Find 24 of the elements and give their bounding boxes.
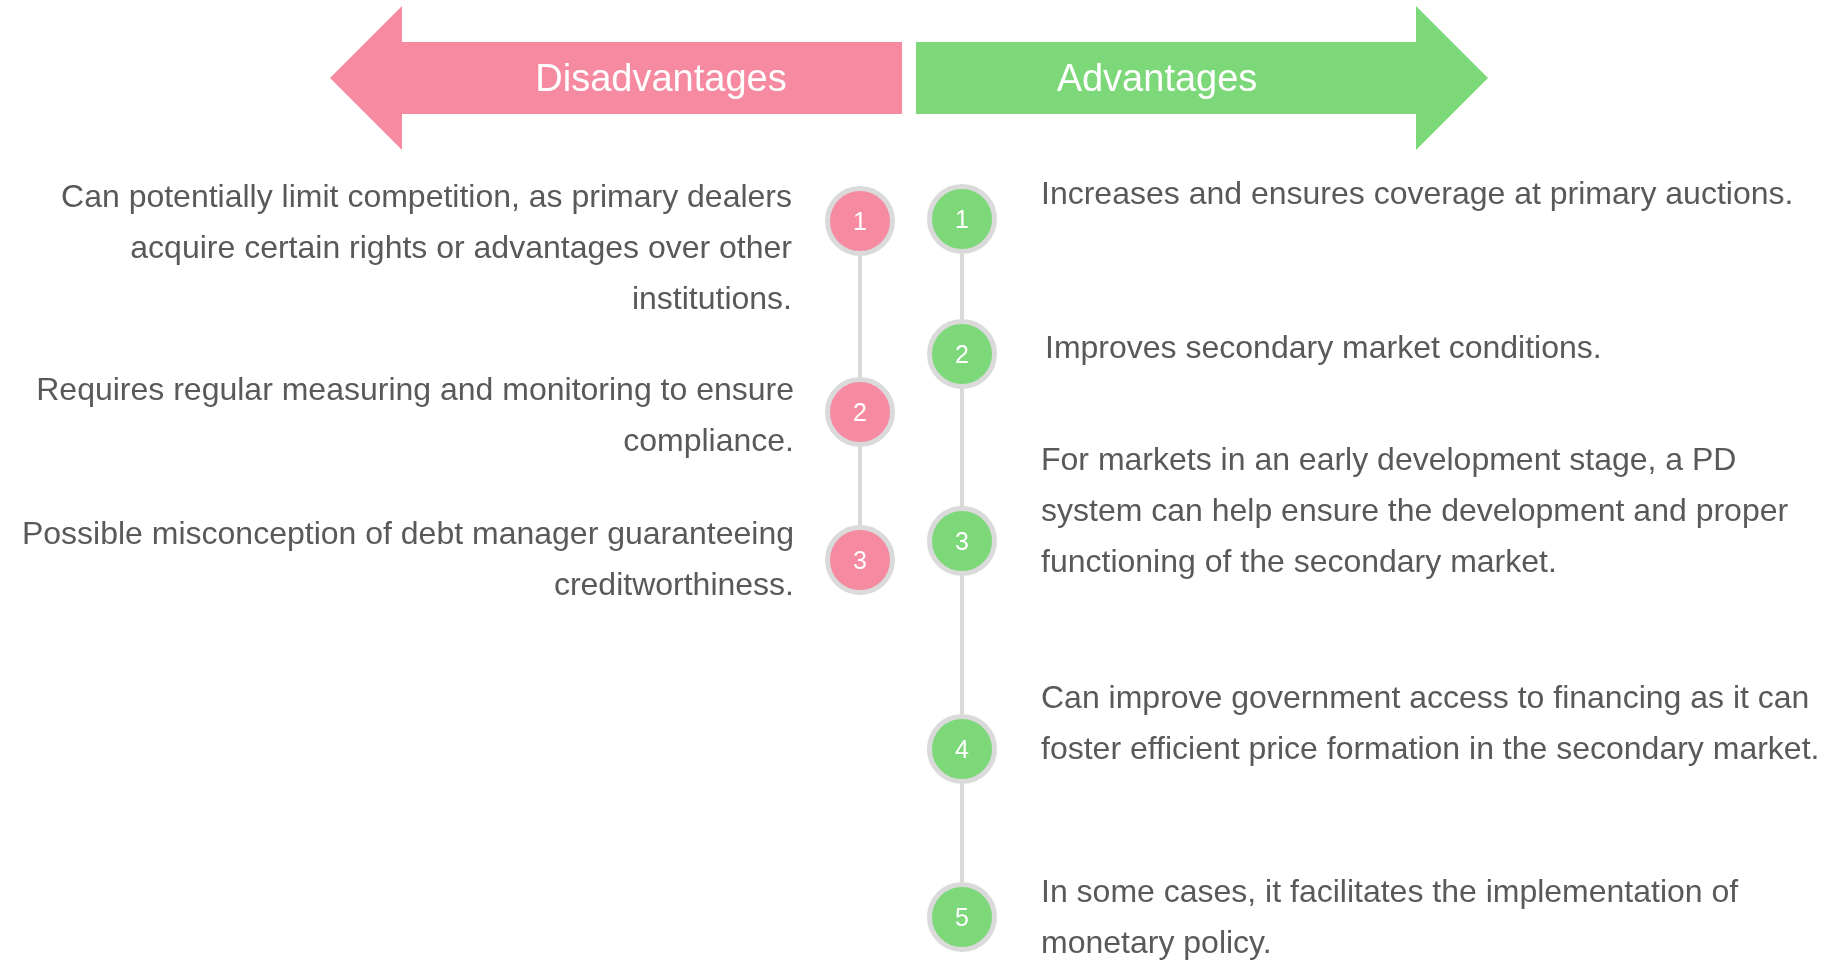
description-text: Increases and ensures coverage at primary auctions. (1041, 174, 1795, 213)
description-text: Requires regular measuring and monitoring to ensure compliance. (35, 370, 794, 460)
connector-line (858, 447, 862, 525)
number-circle: 3 (825, 525, 895, 595)
number-circle: 2 (927, 319, 997, 389)
connector-line (960, 389, 964, 506)
description-text: For markets in an early development stage, a PD system can help ensure the development and proper functioning of the secondary market. (1041, 440, 1790, 581)
description-text: Can potentially limit competition, as primary dealers acquire certain rights or advantages over other institutions. (60, 177, 792, 318)
description-text: Can improve government access to financing as it can foster efficient price formation in the secondary market. (1041, 678, 1821, 768)
number-circle: 1 (927, 184, 997, 254)
description-text: Possible misconception of debt manager guaranteeing creditworthiness. (20, 514, 794, 604)
number-circle: 1 (825, 186, 895, 256)
number-circle: 4 (927, 714, 997, 784)
banner-title: Disadvantages (534, 56, 788, 100)
number-circle: 3 (927, 506, 997, 576)
description-text: In some cases, it facilitates the implementation of monetary policy. (1041, 872, 1740, 962)
description-text: Improves secondary market conditions. (1045, 328, 1603, 367)
connector-line (960, 784, 964, 882)
connector-line (858, 256, 862, 377)
connector-line (960, 254, 964, 319)
number-circle: 2 (825, 377, 895, 447)
number-circle: 5 (927, 882, 997, 952)
connector-line (960, 576, 964, 714)
banner-title: Advantages (1055, 56, 1259, 100)
